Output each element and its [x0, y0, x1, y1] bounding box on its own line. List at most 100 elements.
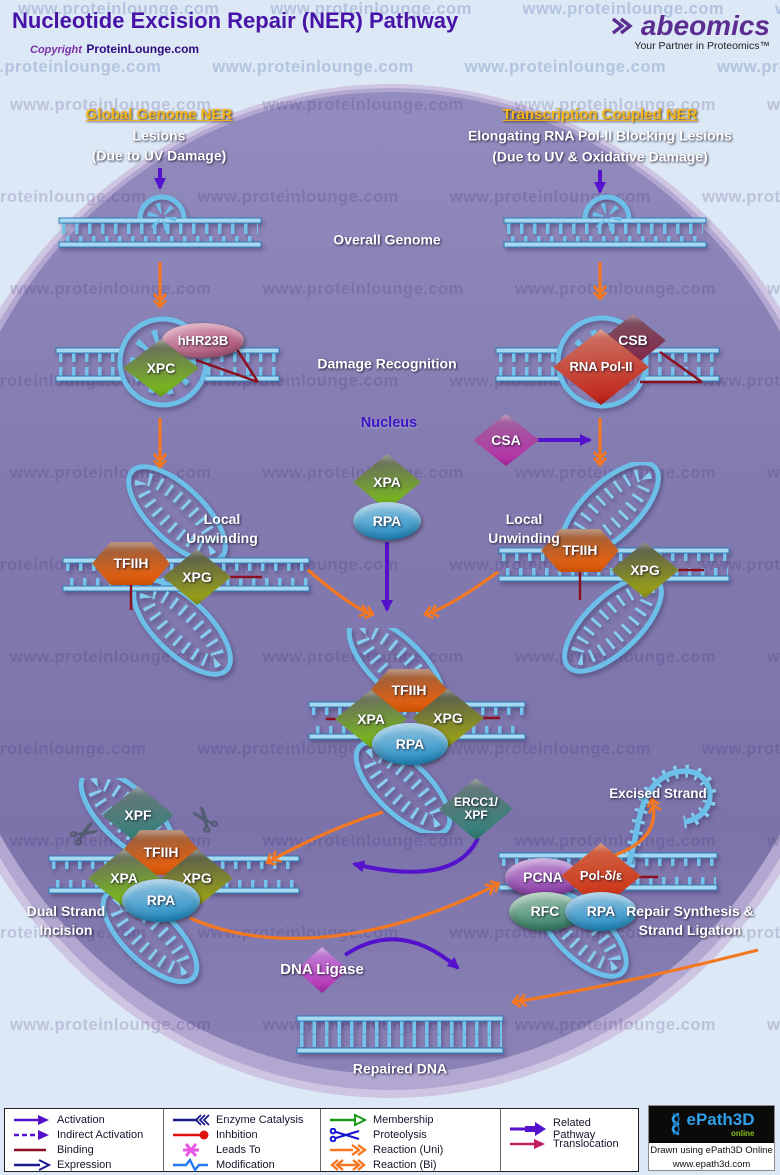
node-xpg-left[interactable]: XPG	[163, 549, 231, 605]
legend-item: Modification	[172, 1157, 316, 1172]
node-xpa-label: XPA	[357, 710, 385, 727]
node-rna-pol2[interactable]: RNA Pol-II	[553, 329, 649, 405]
legend-label: Translocation	[553, 1137, 619, 1150]
node-dna-ligase[interactable]: DNA Ligase	[280, 947, 364, 993]
binding-icon	[14, 1148, 46, 1151]
legend-label: Modification	[216, 1158, 275, 1171]
node-rfc-label: RFC	[530, 903, 560, 920]
node-xpa-label: XPA	[373, 473, 401, 490]
label-unwinding: Unwinding	[488, 530, 560, 546]
legend-item: Related Pathway	[509, 1117, 634, 1141]
legend-item: Proteolysis	[329, 1127, 496, 1142]
node-xpc[interactable]: XPC	[123, 339, 199, 397]
label-excised-strand: Excised Strand	[609, 785, 707, 801]
label-unwinding: Unwinding	[186, 530, 258, 546]
epath3d-credit-url[interactable]: www.epath3d.com	[672, 1159, 751, 1171]
inhibition-icon	[173, 1130, 209, 1139]
node-tfiih-label: TFIIH	[113, 555, 149, 572]
legend-label: Reaction (Bi)	[373, 1158, 437, 1171]
legend-item: Reaction (Uni)	[329, 1142, 496, 1157]
translocation-icon	[510, 1138, 545, 1149]
label-repaired-dna: Repaired DNA	[352, 1060, 448, 1077]
node-rpa-label: RPA	[586, 903, 616, 920]
legend-label: Activation	[57, 1113, 105, 1126]
leads-to-icon	[183, 1142, 199, 1157]
branch-left-line2: (Due to UV Damage)	[91, 147, 227, 164]
node-rpa-label: RPA	[372, 512, 402, 529]
node-ercc1-label-line1: ERCC1/	[453, 795, 498, 810]
legend-item: Expression	[13, 1157, 159, 1172]
label-dual-strand-incision: Dual Strand Incision	[27, 902, 106, 940]
copyright-site-link[interactable]: ProteinLounge.com	[86, 42, 200, 56]
legend-label: Enzyme Catalysis	[216, 1113, 304, 1126]
node-csb-label: CSB	[618, 332, 648, 349]
dna-repaired-graphic	[296, 1015, 504, 1054]
abeomics-mark-icon	[611, 17, 633, 35]
legend-column-3: Membership Proteolysis Reaction (Uni) Re…	[320, 1109, 500, 1171]
copyright-word: Copyright	[30, 44, 82, 56]
label-local: Local	[203, 511, 241, 528]
dna-lesion-right-graphic	[503, 194, 707, 248]
node-tfiih-left[interactable]: TFIIH	[92, 542, 170, 585]
node-rpa-right[interactable]: RPA	[565, 892, 637, 931]
epath3d-logo: ePath3D online	[649, 1106, 774, 1143]
node-pol-delta-epsilon-label: Pol-δ/ε	[579, 868, 623, 884]
watermark: www.proteinlounge.com www.proteinlounge.…	[0, 58, 780, 76]
epath3d-credit-line1: Drawn using ePath3D Online	[650, 1145, 773, 1156]
node-rpa-label: RPA	[395, 735, 425, 752]
legend-label: Expression	[57, 1158, 112, 1171]
related-pathway-icon	[510, 1121, 546, 1136]
indirect-activation-icon	[14, 1129, 49, 1140]
node-hhr23b[interactable]: hHR23B	[162, 323, 244, 358]
branch-right-line1: Elongating RNA Pol-II Blocking Lesions	[468, 127, 732, 144]
node-xpa-label: XPA	[110, 869, 138, 886]
legend-item: Inhbition	[172, 1127, 316, 1142]
label-local-unwinding-left: Local Unwinding	[186, 510, 258, 548]
label-dual-strand: Dual Strand	[26, 903, 106, 920]
label-overall-genome: Overall Genome	[333, 231, 441, 248]
abeomics-logo[interactable]: abeomics Your Partner in Proteomics™	[611, 10, 770, 52]
node-tfiih-right[interactable]: TFIIH	[541, 529, 619, 572]
node-csa[interactable]: CSA	[473, 414, 539, 466]
epath3d-wordmark: ePath3D	[686, 1110, 755, 1129]
legend-item: Leads To	[172, 1142, 316, 1157]
node-rpa-center[interactable]: RPA	[372, 723, 448, 765]
node-pcna-label: PCNA	[523, 869, 563, 886]
node-hhr23b-label: hHR23B	[177, 332, 229, 348]
label-repair-synthesis: Repair Synthesis & Strand Ligation	[626, 902, 754, 940]
node-xpg-label: XPG	[630, 561, 660, 578]
branch-right-line2: (Due to UV & Oxidative Damage)	[492, 148, 708, 165]
enzyme-catalysis-icon	[173, 1113, 210, 1126]
node-xpg-center[interactable]: XPG	[412, 689, 484, 747]
node-csa-label: CSA	[491, 431, 521, 448]
node-xpa-mid[interactable]: XPA	[353, 454, 421, 510]
proteolysis-icon	[329, 1127, 360, 1142]
node-xpg-right[interactable]: XPG	[611, 542, 679, 598]
node-xpg-label: XPG	[182, 568, 212, 585]
legend-item: Enzyme Catalysis	[172, 1112, 316, 1127]
node-rfc[interactable]: RFC	[509, 892, 581, 931]
epath3d-online-label: online	[730, 1129, 755, 1138]
node-ercc1-xpf[interactable]: ERCC1/ XPF	[439, 778, 513, 840]
activation-icon	[14, 1114, 49, 1125]
branch-title-transcription-coupled: Transcription Coupled NER	[502, 105, 698, 123]
label-local: Local	[505, 511, 543, 528]
legend-label: Binding	[57, 1143, 94, 1156]
legend-label: Membership	[373, 1113, 434, 1126]
node-rpa-mid[interactable]: RPA	[353, 502, 421, 540]
legend-item: Translocation	[509, 1136, 634, 1151]
copyright: Copyright ProteinLounge.com	[30, 40, 199, 58]
branch-title-global-genome: Global Genome NER	[85, 105, 233, 123]
label-local-unwinding-right: Local Unwinding	[488, 510, 560, 548]
legend-item: Activation	[13, 1112, 159, 1127]
legend: Activation Indirect Activation Binding E…	[4, 1108, 639, 1172]
epath3d-credit[interactable]: ePath3D online Drawn using ePath3D Onlin…	[648, 1105, 775, 1171]
reaction-uni-icon	[330, 1143, 367, 1156]
expression-icon	[14, 1158, 51, 1171]
node-tfiih-label: TFIIH	[562, 542, 598, 559]
legend-label: Indirect Activation	[57, 1128, 144, 1141]
node-rpa-bottom[interactable]: RPA	[122, 879, 200, 922]
epath3d-helix-icon	[672, 1112, 681, 1135]
node-xpf-label: XPF	[124, 806, 152, 823]
